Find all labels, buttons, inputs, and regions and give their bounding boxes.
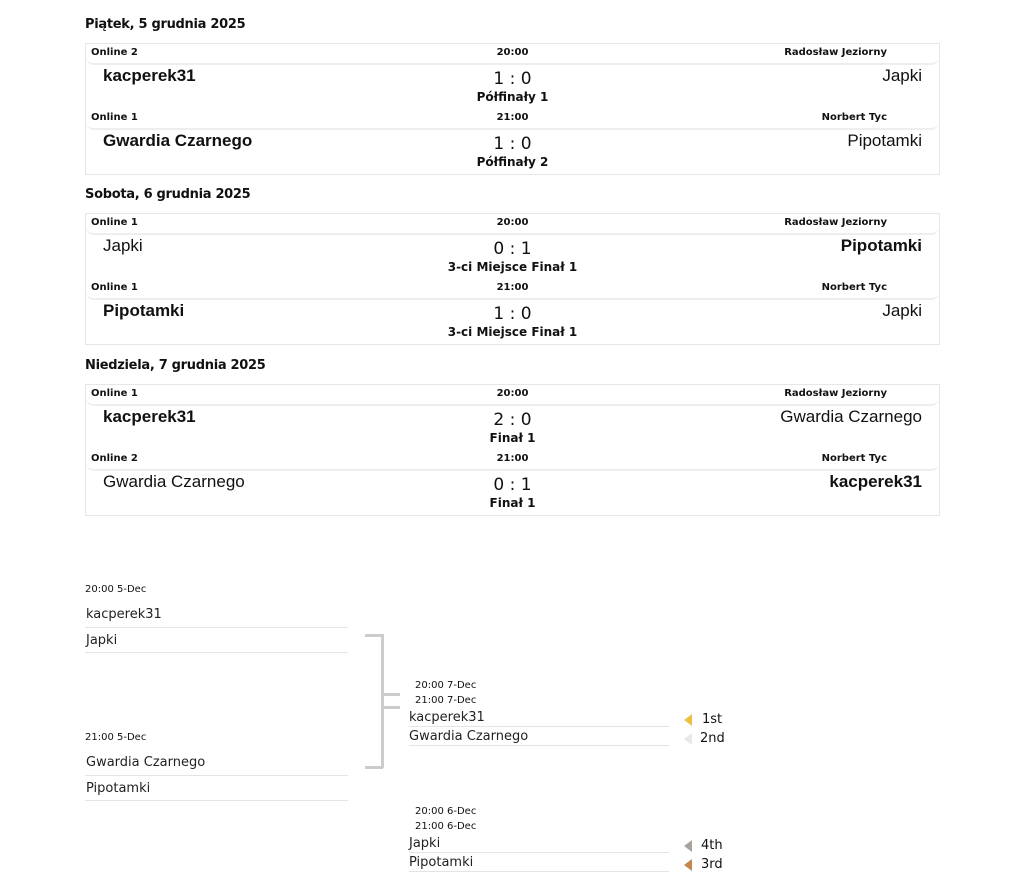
match-room: Online 1 — [91, 388, 138, 399]
match-header: Online 1 21:00 Norbert Tyc — [86, 109, 939, 130]
away-team[interactable]: Gwardia Czarnego — [780, 407, 922, 426]
match-time: 21:00 6-Dec — [415, 821, 477, 832]
match-stage: Półfinały 1 — [476, 90, 549, 104]
match-row[interactable]: Online 2 20:00 Radosław Jeziorny kacperek31… — [86, 44, 939, 109]
place-label: 2nd — [700, 731, 725, 746]
gold-medal-icon — [684, 714, 692, 726]
match-score: 1 : 0 — [493, 69, 532, 89]
match-header: Online 2 20:00 Radosław Jeziorny — [86, 44, 939, 65]
match-time: 21:00 — [496, 112, 529, 123]
divider — [409, 871, 669, 872]
bracket-team[interactable]: Pipotamki — [86, 781, 151, 796]
bronze-medal-icon — [684, 859, 692, 871]
bracket-team[interactable]: Gwardia Czarnego — [86, 755, 206, 770]
away-team[interactable]: kacperek31 — [829, 472, 922, 491]
match-header: Online 1 20:00 Radosław Jeziorny — [86, 385, 939, 406]
day-title: Sobota, 6 grudnia 2025 — [85, 187, 251, 202]
home-team[interactable]: Gwardia Czarnego — [103, 131, 253, 150]
match-score: 2 : 0 — [493, 410, 532, 430]
away-team[interactable]: Pipotamki — [847, 131, 922, 150]
place-label: 3rd — [701, 857, 723, 872]
home-team[interactable]: Japki — [103, 236, 143, 255]
divider — [409, 745, 669, 746]
connector — [365, 766, 383, 769]
match-stage: Finał 1 — [489, 496, 536, 510]
match-time: 20:00 7-Dec — [415, 680, 477, 691]
silver-medal-icon — [684, 733, 692, 745]
match-time: 20:00 6-Dec — [415, 806, 477, 817]
match-score: 0 : 1 — [493, 239, 532, 259]
divider — [85, 775, 348, 776]
match-time: 20:00 — [496, 388, 529, 399]
match-referee: Radosław Jeziorny — [784, 47, 887, 58]
bracket-team[interactable]: Pipotamki — [409, 855, 474, 870]
connector — [365, 634, 383, 637]
place-label: 4th — [701, 838, 723, 853]
match-referee: Norbert Tyc — [821, 453, 887, 464]
divider — [409, 852, 669, 853]
match-time: 20:00 — [496, 217, 529, 228]
match-time: 20:00 5-Dec — [85, 584, 147, 595]
bracket-team[interactable]: kacperek31 — [86, 607, 162, 622]
away-team[interactable]: Japki — [882, 66, 922, 85]
home-team[interactable]: Gwardia Czarnego — [103, 472, 245, 491]
match-stage: 3-ci Miejsce Finał 1 — [447, 325, 578, 339]
match-room: Online 2 — [91, 47, 138, 58]
bracket-team[interactable]: Gwardia Czarnego — [409, 729, 529, 744]
match-stage: Finał 1 — [489, 431, 536, 445]
match-time: 21:00 5-Dec — [85, 732, 147, 743]
divider — [85, 652, 348, 653]
bracket-team[interactable]: Japki — [409, 836, 441, 851]
day-matches: Online 2 20:00 Radosław Jeziorny kacperek31… — [85, 43, 940, 175]
match-time: 20:00 — [496, 47, 529, 58]
match-room: Online 1 — [91, 112, 138, 123]
divider — [409, 726, 669, 727]
match-header: Online 2 21:00 Norbert Tyc — [86, 450, 939, 471]
match-stage: Półfinały 2 — [476, 155, 549, 169]
match-time: 21:00 — [496, 282, 529, 293]
match-room: Online 1 — [91, 282, 138, 293]
match-referee: Radosław Jeziorny — [784, 217, 887, 228]
connector — [383, 693, 400, 696]
place-label: 1st — [702, 712, 723, 727]
connector — [381, 634, 384, 768]
match-time: 21:00 — [496, 453, 529, 464]
away-team[interactable]: Japki — [882, 301, 922, 320]
home-team[interactable]: Pipotamki — [103, 301, 185, 320]
match-score: 1 : 0 — [493, 134, 532, 154]
bracket-team[interactable]: Japki — [86, 633, 118, 648]
day-matches: Online 1 20:00 Radosław Jeziorny kacperek31… — [85, 384, 940, 516]
home-team[interactable]: kacperek31 — [103, 407, 196, 426]
match-score: 1 : 0 — [493, 304, 532, 324]
divider — [85, 800, 348, 801]
day-title: Piątek, 5 grudnia 2025 — [85, 17, 246, 32]
home-team[interactable]: kacperek31 — [103, 66, 196, 85]
divider — [85, 627, 348, 628]
fourth-place-icon — [684, 840, 692, 852]
away-team[interactable]: Pipotamki — [840, 236, 922, 255]
match-score: 0 : 1 — [493, 475, 532, 495]
match-header: Online 1 20:00 Radosław Jeziorny — [86, 214, 939, 235]
match-header: Online 1 21:00 Norbert Tyc — [86, 279, 939, 300]
match-stage: 3-ci Miejsce Finał 1 — [447, 260, 578, 274]
match-row[interactable]: Online 1 20:00 Radosław Jeziorny kacperek31… — [86, 385, 939, 450]
bracket-team[interactable]: kacperek31 — [409, 710, 485, 725]
match-room: Online 1 — [91, 217, 138, 228]
match-room: Online 2 — [91, 453, 138, 464]
match-referee: Norbert Tyc — [821, 282, 887, 293]
connector — [383, 706, 400, 709]
match-referee: Radosław Jeziorny — [784, 388, 887, 399]
match-referee: Norbert Tyc — [821, 112, 887, 123]
match-time: 21:00 7-Dec — [415, 695, 477, 706]
day-title: Niedziela, 7 grudnia 2025 — [85, 358, 266, 373]
